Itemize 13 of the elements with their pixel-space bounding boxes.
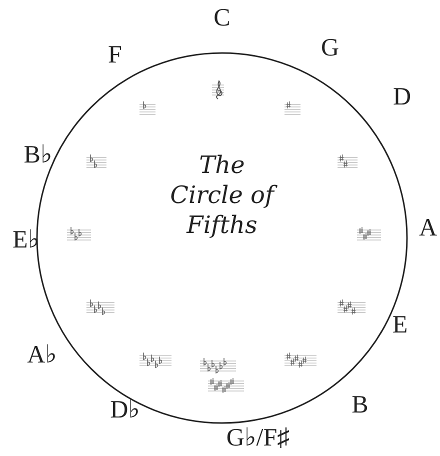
title: The Circle of Fifths (162, 150, 282, 240)
key-name: B (352, 392, 368, 418)
key-name: E♭ (12, 228, 40, 252)
key-name: C (214, 6, 230, 30)
key-name: A (418, 216, 438, 240)
key-name: F (108, 42, 122, 68)
key-name: B♭ (24, 142, 52, 168)
key-name: E (392, 312, 408, 338)
key-name: G♭/F♯ (226, 426, 290, 450)
key-name: A♭ (27, 342, 57, 368)
key-name: D (392, 84, 412, 110)
key-name: D♭ (110, 398, 140, 422)
key-name: G (320, 36, 340, 60)
